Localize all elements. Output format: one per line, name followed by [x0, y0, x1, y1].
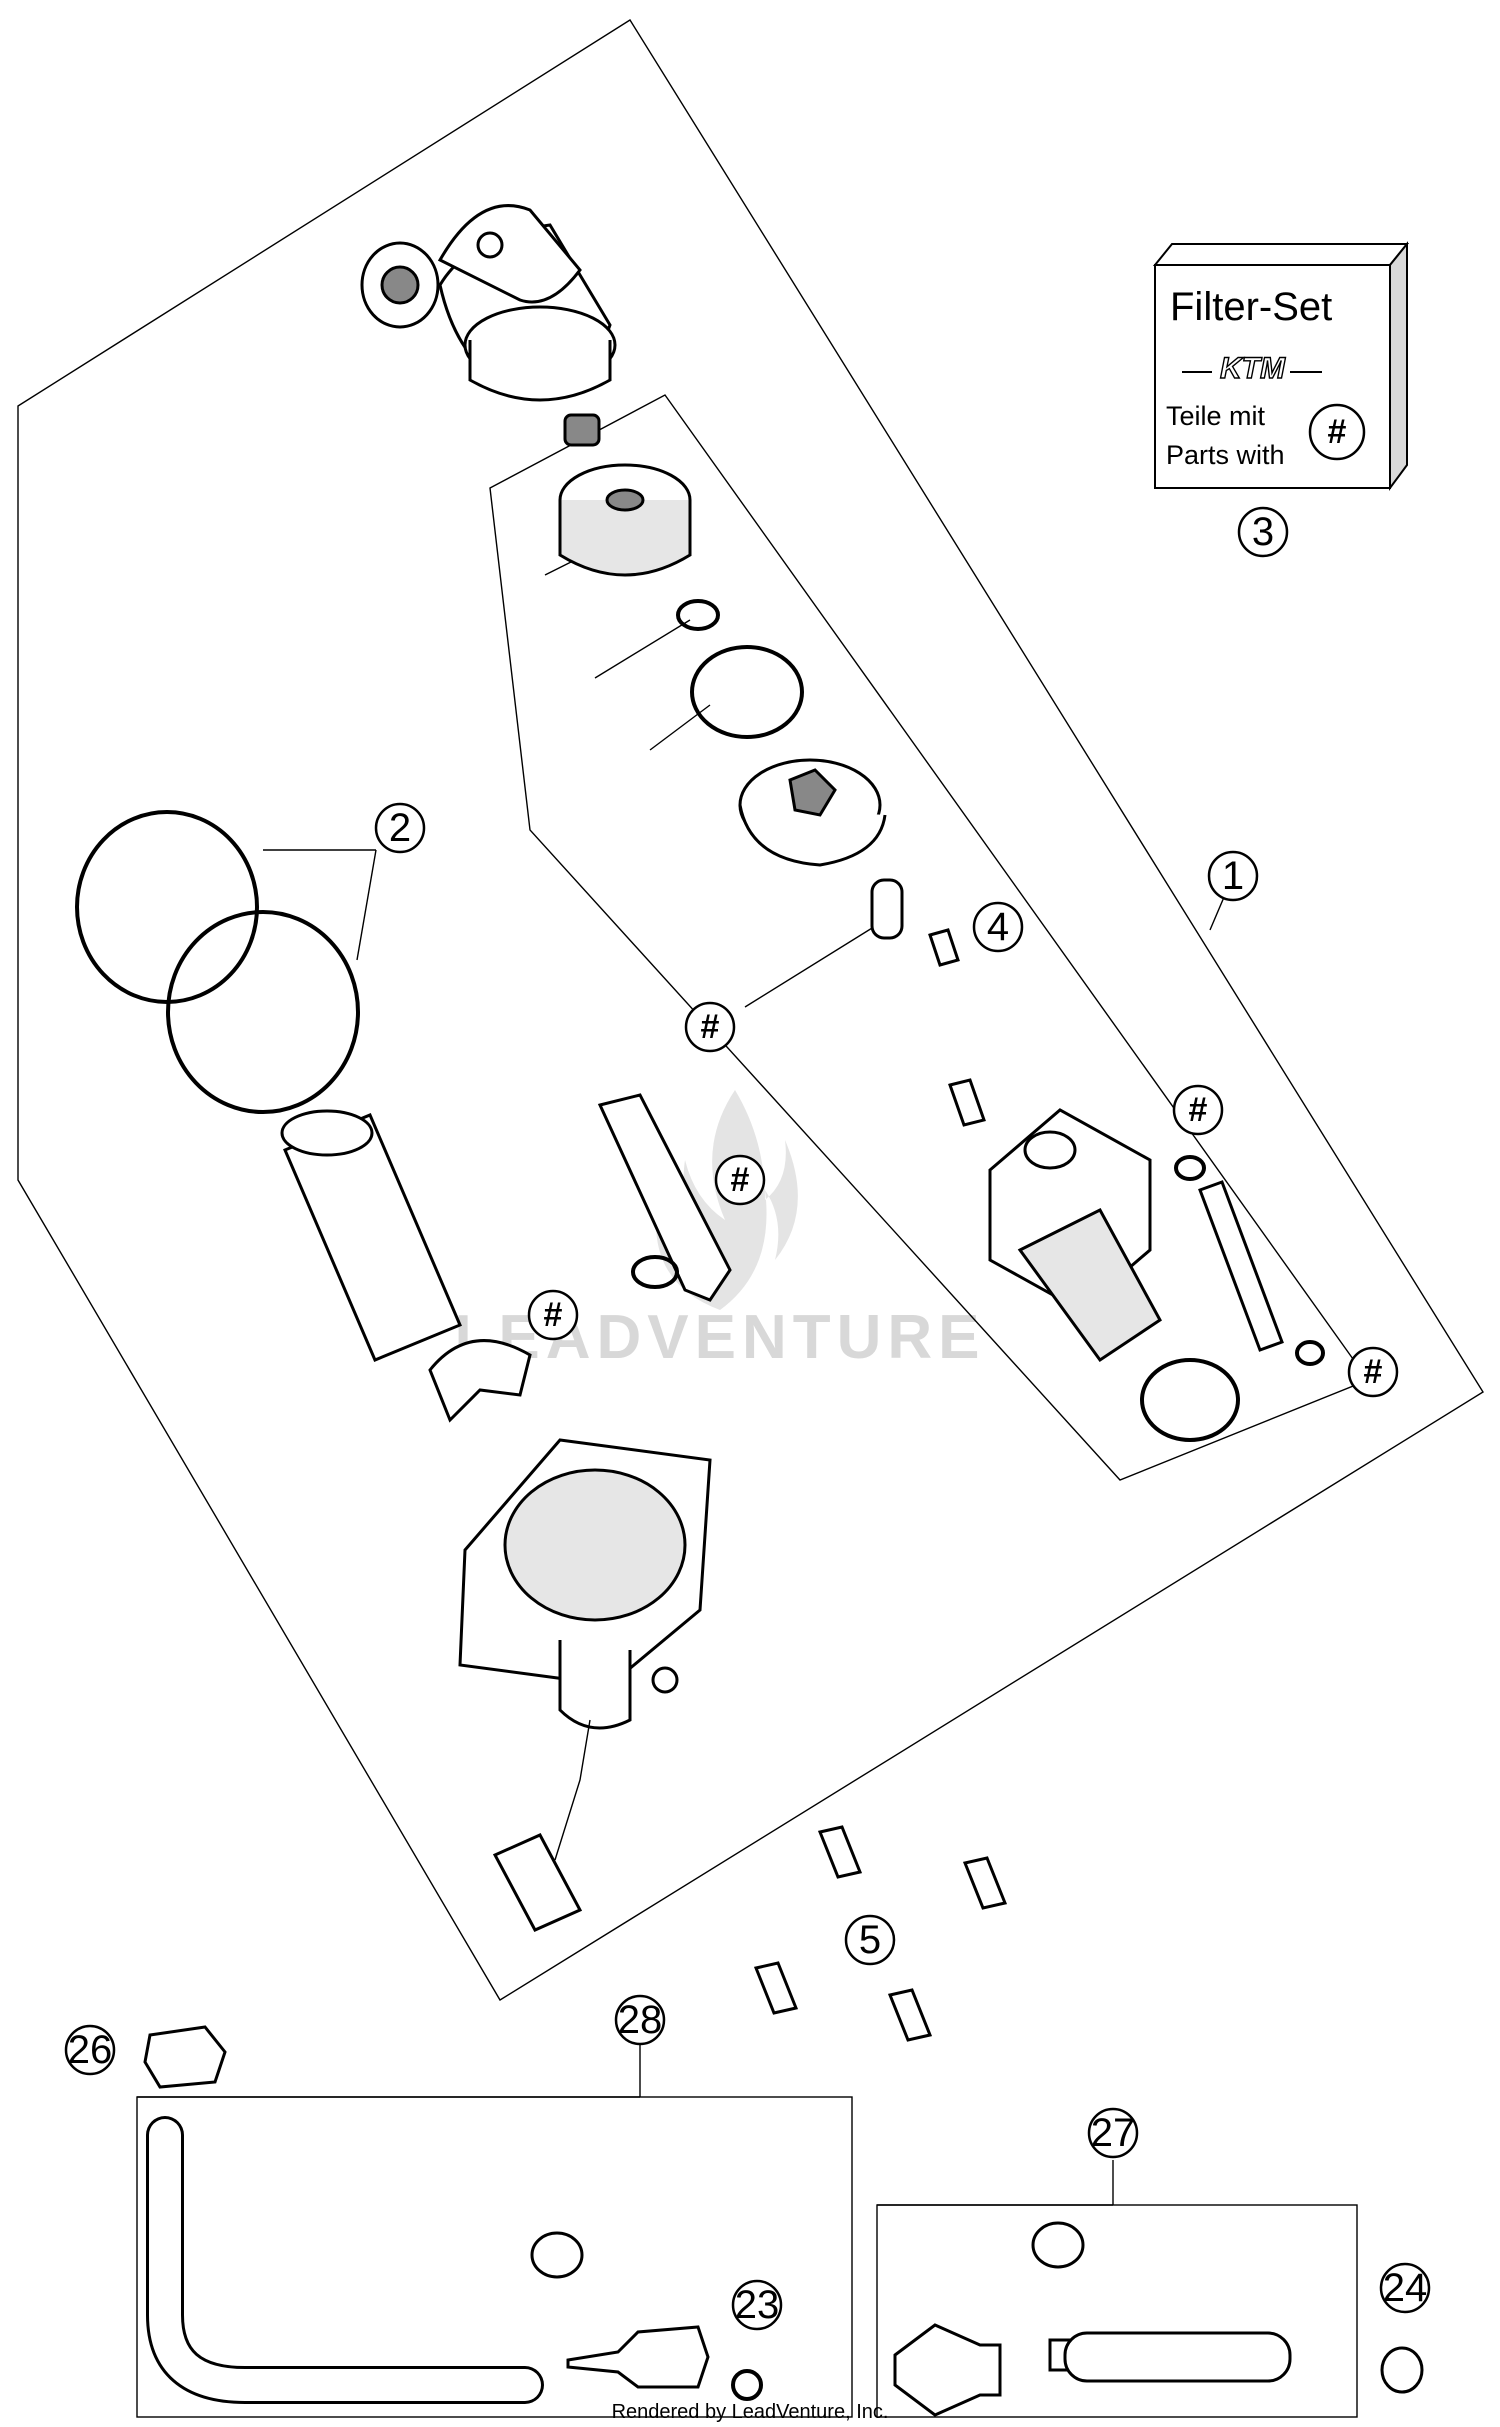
filter-set-title: Filter-Set [1170, 285, 1332, 329]
bracket-ring [631, 1255, 679, 1289]
large-o-ring-1 [75, 810, 259, 1004]
svg-text:#: # [544, 1296, 563, 1334]
hash-callout-4: # [1172, 1084, 1224, 1136]
clamp-27 [1031, 2221, 1085, 2269]
hose-28-outline [146, 2116, 544, 2404]
clamp-28 [530, 2231, 584, 2279]
svg-text:#: # [1364, 1353, 1383, 1391]
filter-set-kit: Filter-Set KTM Teile mit Parts with # [1152, 241, 1410, 492]
motor-screw [948, 1078, 986, 1127]
small-screw [928, 928, 960, 967]
callout-28: 28 [614, 1994, 666, 2046]
svg-text:23: 23 [735, 2283, 780, 2327]
hose-27 [1063, 2331, 1292, 2383]
svg-text:#: # [731, 1161, 750, 1199]
lower-o-ring [1140, 1358, 1240, 1442]
pump-motor [988, 1108, 1162, 1363]
hash-callout-1: # [684, 1001, 736, 1053]
small-o-ring [676, 599, 720, 631]
medium-o-ring [690, 645, 804, 739]
washer-upper [1174, 1155, 1206, 1181]
svg-text:28: 28 [618, 1998, 663, 2042]
footer-credit: Rendered by LeadVenture, Inc. [612, 2401, 889, 2423]
small-spring [563, 413, 601, 447]
svg-text:4: 4 [987, 905, 1009, 949]
retaining-clip [428, 1339, 532, 1423]
pump-housing-flange [458, 1438, 712, 1730]
cylinder-sleeve [280, 1109, 462, 1362]
hash-callout-2: # [714, 1154, 766, 1206]
filter-set-line2: Parts with [1166, 440, 1285, 470]
o-ring-23 [731, 2369, 763, 2401]
filter-housing [738, 758, 887, 867]
bracket-plate [597, 1093, 732, 1302]
clamp-24 [1380, 2346, 1424, 2394]
flange-screws [753, 1825, 1008, 2042]
ktm-logo: KTM [1220, 352, 1286, 385]
svg-text:5: 5 [859, 1918, 881, 1962]
large-o-ring-2 [166, 910, 360, 1114]
callout-4: 4 [972, 901, 1024, 953]
fuel-tube [1198, 1180, 1284, 1352]
callout-3: 3 [1237, 506, 1289, 558]
kit-28-box [136, 2096, 853, 2418]
pressure-regulator [360, 204, 617, 402]
hose-28 [149, 2119, 541, 2401]
callout-27: 27 [1087, 2107, 1139, 2159]
small-tube [870, 878, 904, 940]
svg-text:24: 24 [1383, 2266, 1428, 2310]
svg-text:2: 2 [389, 806, 411, 850]
pump-wire [554, 1719, 591, 1861]
hash-callout-5: # [1347, 1346, 1399, 1398]
filter-set-hash: # [1328, 413, 1347, 451]
svg-text:27: 27 [1091, 2111, 1136, 2155]
callout-23: 23 [731, 2279, 783, 2331]
callout-1: 1 [1207, 850, 1259, 902]
callout-5: 5 [844, 1914, 896, 1966]
leader-lines [137, 539, 1234, 2206]
svg-text:1: 1 [1222, 854, 1244, 898]
callout-24: 24 [1379, 2262, 1431, 2314]
quick-connector-28 [566, 2325, 710, 2389]
filter-group-outline [489, 394, 1370, 1481]
kit-27-box [876, 2204, 1358, 2418]
filter-set-line1: Teile mit [1166, 401, 1266, 431]
callout-26: 26 [64, 2024, 116, 2076]
electrical-connector [492, 1833, 583, 1932]
hash-callout-3: # [527, 1289, 579, 1341]
svg-text:3: 3 [1252, 510, 1274, 554]
filter-element [558, 463, 692, 577]
svg-text:#: # [701, 1008, 720, 1046]
pump-assembly-outline [17, 19, 1484, 2001]
hose-clamp-26 [143, 2025, 227, 2089]
washer-lower [1295, 1340, 1325, 1366]
quick-connector-27 [893, 2323, 1002, 2417]
svg-text:#: # [1189, 1091, 1208, 1129]
svg-text:26: 26 [68, 2028, 113, 2072]
callout-2: 2 [374, 802, 426, 854]
